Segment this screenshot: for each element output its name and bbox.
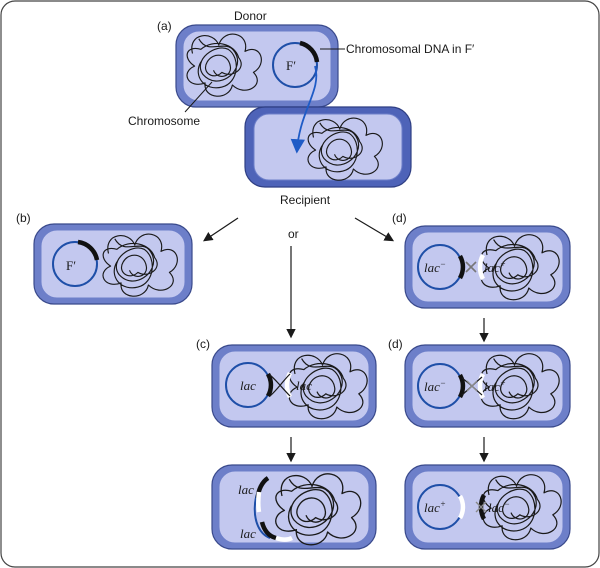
lac-label-chromosome-c1: lac: [296, 378, 312, 393]
lac-minus-label-d1: lac−: [424, 259, 446, 275]
panel-c-label: (c): [196, 337, 210, 351]
panel-d-label-2: (d): [388, 337, 403, 351]
lac-minus-label-d3: lac−: [488, 499, 510, 515]
lac-minus-segment-d1: [457, 254, 466, 280]
lac-label-plasmid-c1: lac: [240, 378, 256, 393]
pairing-mark-d1: [465, 261, 477, 273]
chromosome-pointer: [184, 81, 213, 113]
lac-segment-plasmid-c1: [265, 372, 274, 398]
f-prime-label: F′: [286, 58, 296, 73]
lac-white-bottom-c2: [275, 535, 294, 542]
panel-d-cell-3: lac+ lac−: [404, 464, 571, 550]
donor-cell: F′: [175, 24, 339, 108]
lac-plus-segment-d2: [477, 372, 486, 400]
recipient-label: Recipient: [280, 193, 331, 207]
pairing-mark-d3: [475, 501, 487, 513]
transfer-arrow: [290, 65, 318, 154]
arrow-to-d: [354, 217, 395, 242]
crossover-c1: [269, 373, 291, 397]
panel-a-label: (a): [157, 19, 172, 33]
f-prime-plasmid-b: [52, 241, 98, 287]
recipient-cell: [244, 106, 412, 188]
lac-plus-segment-d1: [477, 253, 486, 281]
chromosome-label: Chromosome: [128, 114, 200, 128]
f-prime-plasmid: [272, 42, 318, 88]
lac-white-top-c2: [256, 491, 262, 513]
pairing-mark-d2: [466, 380, 478, 392]
panel-d-label: (d): [392, 211, 407, 225]
lac-plus-segment-d3: [457, 494, 466, 520]
lac-label-bottom-c2: lac: [240, 526, 256, 541]
panel-c-cell-1: lac lac: [211, 344, 377, 428]
lac-plus-label-d3: lac+: [424, 499, 446, 515]
panel-b-label: (b): [16, 211, 31, 225]
donor-label: Donor: [234, 9, 267, 23]
chromosomal-insert: [299, 40, 320, 63]
panel-b-cell: F′: [33, 223, 193, 305]
panel-c-cell-2: lac lac: [211, 464, 377, 550]
chromosomal-insert-b: [77, 239, 100, 261]
arrow-to-b: [203, 217, 239, 242]
or-label: or: [288, 227, 299, 241]
lac-plus-label-d2: lac+: [484, 378, 506, 394]
lac-minus-label-d2: lac−: [424, 378, 446, 394]
lac-minus-segment-d2: [457, 373, 466, 399]
lac-plus-label-d1: lac+: [484, 259, 506, 275]
lac-label-top-c2: lac: [238, 482, 254, 497]
panel-d-cell-1: lac− lac+: [404, 225, 571, 309]
panel-d-cell-2: lac− lac+: [404, 344, 571, 428]
chromosomal-dna-label: Chromosomal DNA in F′: [346, 42, 475, 56]
lac-segment-bottom-c2: [259, 521, 277, 541]
f-prime-label-b: F′: [66, 258, 76, 273]
